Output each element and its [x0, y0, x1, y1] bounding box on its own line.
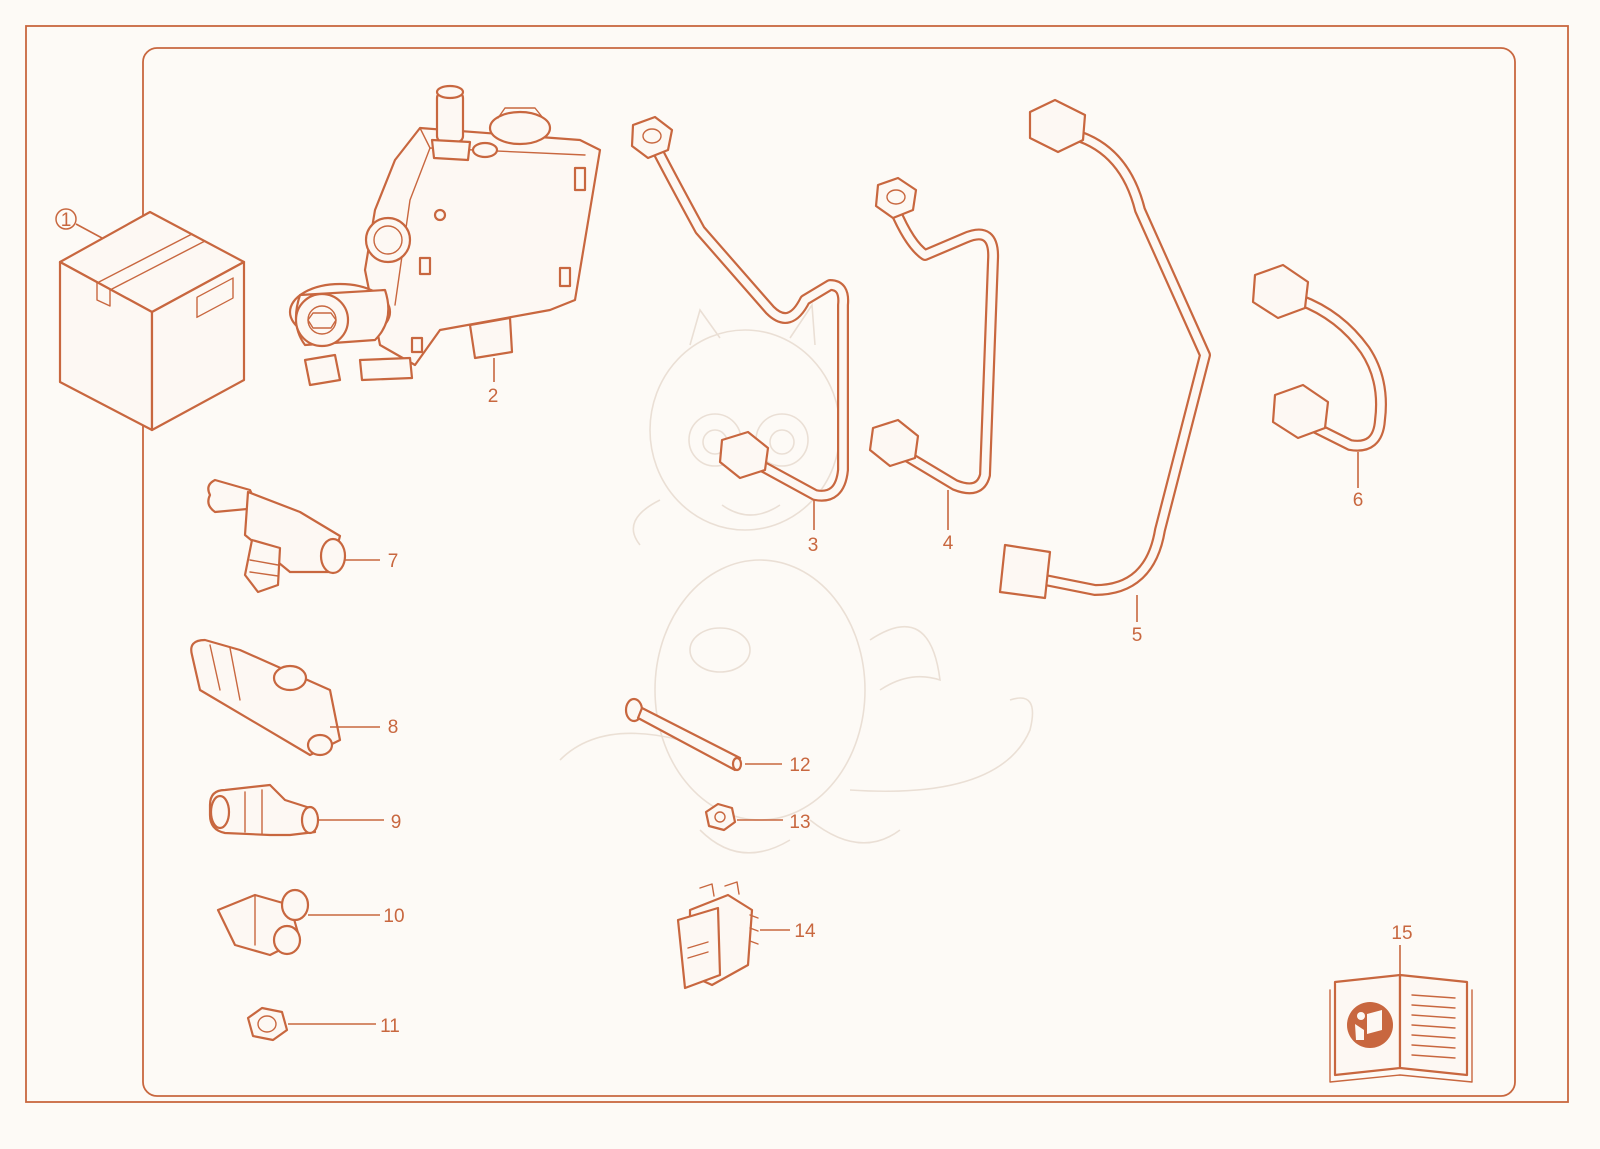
callout-14: 14: [794, 921, 816, 942]
callout-7: 7: [388, 551, 399, 572]
callout-4: 4: [943, 533, 954, 554]
callout-11: 11: [380, 1016, 400, 1037]
part-15-manual: 15: [1329, 923, 1473, 1083]
callout-2: 2: [488, 386, 499, 407]
callout-9: 9: [391, 812, 402, 833]
part-2-valve-block: 2: [288, 84, 602, 407]
cardboard-box-icon: [58, 210, 246, 432]
part-9-elbow: 9: [208, 783, 402, 837]
callout-10: 10: [383, 906, 404, 927]
callout-8: 8: [388, 717, 399, 738]
callout-5: 5: [1132, 625, 1143, 646]
part-11-hex-nut: 11: [246, 1006, 400, 1042]
callout-12: 12: [789, 755, 810, 776]
part-10-angle-fitting: 10: [216, 888, 405, 957]
callout-15: 15: [1391, 923, 1412, 944]
part-7-tee-fitting: 7: [207, 478, 399, 594]
read-manual-icon: [1329, 973, 1473, 1083]
callout-13: 13: [789, 812, 810, 833]
part-8-fitting: 8: [190, 638, 399, 757]
inner-frame: [142, 47, 1516, 1097]
part-13-nut: 13: [704, 802, 811, 833]
part-1-box: 1: [55, 208, 246, 432]
part-5-pipe: 5: [998, 98, 1211, 646]
part-14-rocker-switch: 14: [676, 881, 816, 990]
callout-1: 1: [61, 210, 72, 231]
outer-frame: [25, 25, 1569, 1103]
part-3-pipe: 3: [630, 115, 850, 556]
part-6-pipe: 6: [1251, 263, 1387, 511]
callout-6: 6: [1353, 490, 1364, 511]
callout-3: 3: [808, 535, 819, 556]
part-4-pipe: 4: [868, 176, 1000, 554]
part-12-bolt: 12: [624, 697, 811, 776]
